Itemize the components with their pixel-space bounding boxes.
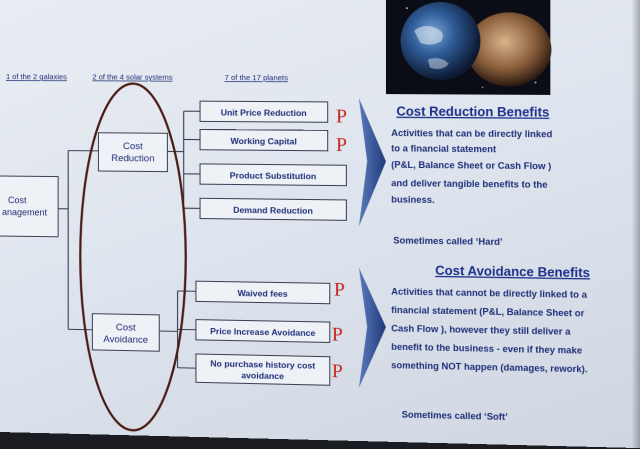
avoidance-benefits: Cost Avoidance Benefits Activities that …: [391, 263, 590, 424]
space-image: [386, 0, 551, 95]
avoidance-text-line: benefit to the business - even if they m…: [391, 342, 582, 356]
leaf-label-product-substitution: Product Substitution: [230, 170, 317, 181]
column-headers: 1 of the 2 galaxies 2 of the 4 solar sys…: [6, 72, 288, 82]
header-solar-systems: 2 of the 4 solar systems: [92, 72, 172, 81]
leaf-label-price-increase: Price Increase Avoidance: [210, 326, 316, 338]
cost-reduction-line1: Cost: [123, 141, 143, 152]
reduction-text-line: to a financial statement: [391, 143, 496, 154]
cost-reduction-box: Cost Reduction: [98, 133, 167, 172]
avoidance-text-line: Activities that cannot be directly linke…: [391, 286, 588, 300]
leaf-label-no-purchase-line2: avoidance: [241, 370, 284, 381]
avoidance-text-line: financial statement (P&L, Balance Sheet …: [391, 305, 585, 319]
avoidance-items: Waived fees P Price Increase Avoidance P…: [196, 277, 345, 385]
header-planets: 7 of the 17 planets: [225, 73, 289, 82]
cost-avoidance-line1: Cost: [116, 322, 136, 333]
leaf-label-waived-fees: Waived fees: [238, 288, 288, 299]
avoidance-note: Sometimes called ‘Soft’: [402, 409, 508, 422]
reduction-text-line: business.: [391, 194, 434, 205]
header-galaxies: 1 of the 2 galaxies: [6, 72, 67, 81]
avoidance-benefits-title: Cost Avoidance Benefits: [435, 264, 590, 281]
leaf-label-no-purchase-line1: No purchase history cost: [210, 358, 315, 370]
root-box: Cost anagement: [0, 176, 58, 237]
root-label-line2: anagement: [2, 207, 48, 218]
chevron-right-icon: [359, 267, 386, 388]
reduction-items: Unit Price Reduction P Working Capital P…: [200, 101, 347, 220]
reduction-text-line: Activities that can be directly linked: [391, 128, 552, 140]
cost-avoidance-line2: Avoidance: [103, 334, 148, 346]
leaf-label-working-capital: Working Capital: [230, 136, 296, 147]
p-mark-no-purchase: P: [332, 361, 343, 383]
reduction-note: Sometimes called ‘Hard’: [393, 235, 502, 247]
leaf-label-demand-reduction: Demand Reduction: [233, 205, 313, 216]
p-mark-waived-fees: P: [334, 279, 345, 301]
chevron-right-icon: [359, 98, 386, 227]
p-mark-price-increase: P: [332, 324, 343, 346]
avoidance-text-line: something NOT happen (damages, rework).: [391, 360, 587, 374]
root-label-line1: Cost: [8, 195, 27, 205]
reduction-text-line: (P&L, Balance Sheet or Cash Flow ): [391, 160, 551, 172]
reduction-text-line: and deliver tangible benefits to the: [391, 178, 547, 190]
cost-reduction-line2: Reduction: [111, 153, 154, 164]
reduction-benefits-title: Cost Reduction Benefits: [396, 104, 549, 119]
leaf-label-unit-price: Unit Price Reduction: [221, 107, 307, 118]
cost-avoidance-box: Cost Avoidance: [92, 314, 159, 352]
p-mark-unit-price: P: [336, 106, 347, 128]
screen-edge-shadow: [632, 0, 640, 449]
p-mark-working-capital: P: [336, 135, 347, 157]
avoidance-text-line: Cash Flow ), however they still deliver …: [391, 323, 571, 337]
reduction-benefits: Cost Reduction Benefits Activities that …: [391, 104, 552, 247]
